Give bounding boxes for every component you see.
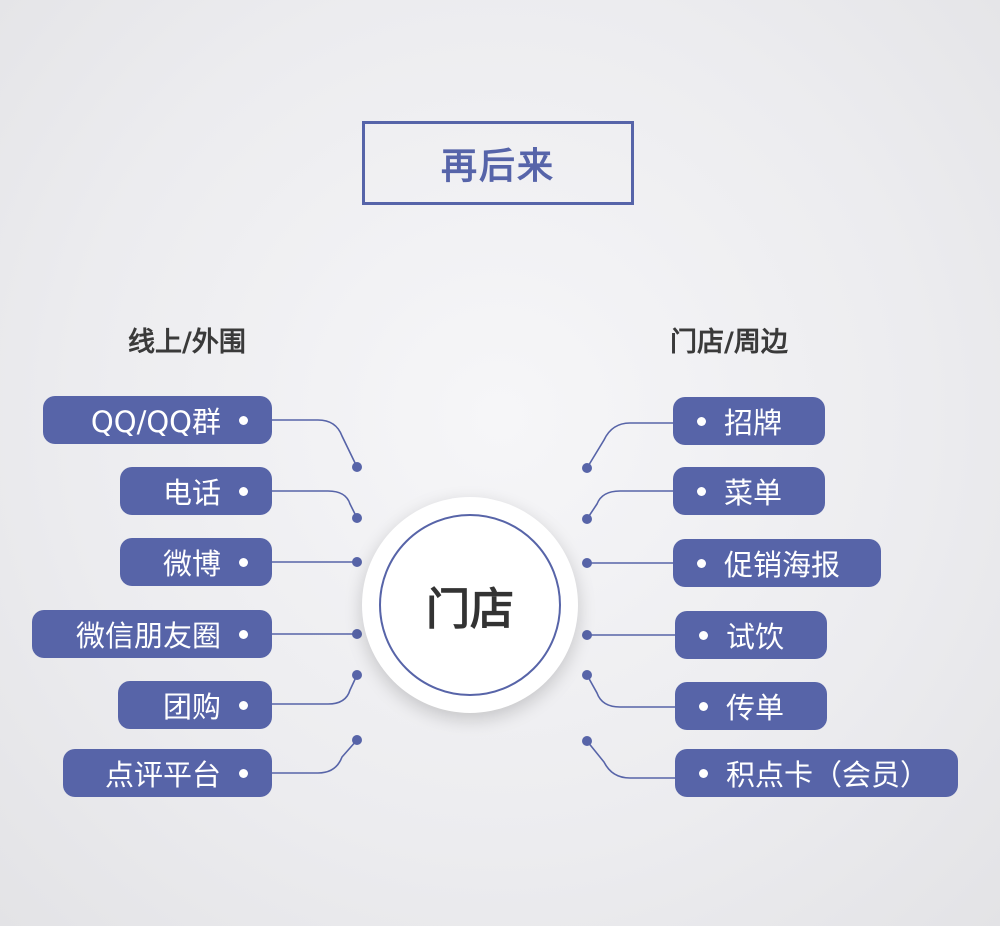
connector-dot-right-6 xyxy=(582,736,592,746)
connector-dot-right-4 xyxy=(582,630,592,640)
left-item-5: 团购 xyxy=(118,681,272,729)
left-item-label: 电话 xyxy=(162,476,221,510)
bullet-icon xyxy=(239,557,248,567)
left-item-label: QQ/QQ群 xyxy=(90,405,221,439)
title-text: 再后来 xyxy=(440,146,555,187)
bullet-icon xyxy=(239,486,248,496)
left-item-label: 微博 xyxy=(162,547,221,581)
connector-right-5 xyxy=(586,674,675,708)
center-ring: 门店 xyxy=(379,514,561,696)
left-item-6: 点评平台 xyxy=(63,749,272,797)
bullet-icon xyxy=(697,416,706,426)
right-item-4: 试饮 xyxy=(675,611,827,659)
connector-dot-left-5 xyxy=(352,670,362,680)
connector-dot-right-2 xyxy=(582,514,592,524)
right-item-6: 积点卡（会员） xyxy=(675,749,958,797)
connector-left-1 xyxy=(272,419,358,468)
connector-dot-left-1 xyxy=(352,462,362,472)
connector-dot-left-3 xyxy=(352,557,362,567)
center-node: 门店 xyxy=(362,497,578,713)
bullet-icon xyxy=(239,768,248,778)
bullet-icon xyxy=(699,701,708,711)
connector-left-2 xyxy=(272,490,358,519)
connector-dot-left-4 xyxy=(352,629,362,639)
connector-dot-left-6 xyxy=(352,735,362,745)
right-item-label: 促销海报 xyxy=(724,548,841,582)
right-item-label: 菜单 xyxy=(724,476,783,510)
left-heading: 线上/外围 xyxy=(128,327,246,358)
connector-right-6 xyxy=(586,740,675,779)
title-box: 再后来 xyxy=(362,121,634,205)
connector-right-2 xyxy=(586,490,675,520)
bullet-icon xyxy=(699,630,708,640)
right-heading: 门店/周边 xyxy=(670,327,788,358)
bullet-icon xyxy=(239,700,248,710)
connector-dot-right-5 xyxy=(582,670,592,680)
connector-dot-left-2 xyxy=(352,513,362,523)
right-item-3: 促销海报 xyxy=(673,539,881,587)
right-item-label: 传单 xyxy=(726,691,785,725)
connector-dot-right-3 xyxy=(582,558,592,568)
center-label: 门店 xyxy=(426,584,514,635)
connector-left-5 xyxy=(272,674,358,705)
right-item-label: 积点卡（会员） xyxy=(726,758,930,792)
left-item-2: 电话 xyxy=(120,467,272,515)
left-item-3: 微博 xyxy=(120,538,272,586)
bullet-icon xyxy=(239,629,248,639)
connector-right-1 xyxy=(586,422,675,469)
bullet-icon xyxy=(697,558,706,568)
left-item-1: QQ/QQ群 xyxy=(43,396,272,444)
right-item-1: 招牌 xyxy=(673,397,825,445)
left-item-label: 团购 xyxy=(162,690,221,724)
left-item-4: 微信朋友圈 xyxy=(32,610,272,658)
bullet-icon xyxy=(697,486,706,496)
right-item-label: 招牌 xyxy=(724,406,783,440)
right-item-label: 试饮 xyxy=(726,620,785,654)
bullet-icon xyxy=(699,768,708,778)
left-item-label: 点评平台 xyxy=(104,758,221,792)
right-item-2: 菜单 xyxy=(673,467,825,515)
right-item-5: 传单 xyxy=(675,682,827,730)
connector-dot-right-1 xyxy=(582,463,592,473)
left-item-label: 微信朋友圈 xyxy=(75,619,221,653)
bullet-icon xyxy=(239,415,248,425)
connector-left-6 xyxy=(272,739,358,774)
